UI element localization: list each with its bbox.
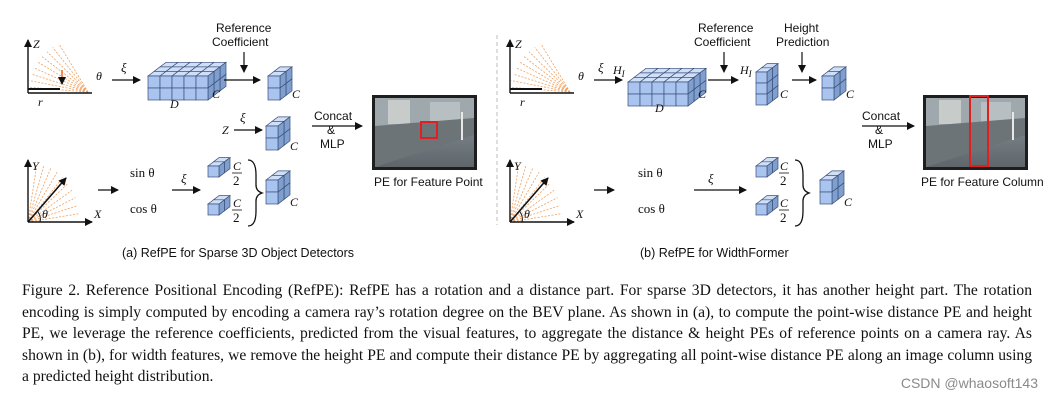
half-den: 2 bbox=[233, 173, 240, 188]
c-label: C bbox=[844, 195, 853, 209]
theta-vector-label: θ⃗ bbox=[578, 69, 593, 83]
c-label: C bbox=[212, 87, 221, 101]
c-label: C bbox=[846, 87, 855, 101]
aggregated-column-pe bbox=[820, 66, 848, 101]
theta-vector-label: θ⃗ bbox=[96, 69, 111, 83]
c-label: C bbox=[780, 87, 789, 101]
sin-label: sin θ bbox=[638, 165, 663, 180]
cos-label: cos θ bbox=[130, 201, 157, 216]
half-num: C bbox=[233, 159, 242, 173]
half-den: 2 bbox=[780, 210, 787, 225]
side-view-ray-diagram: Z r⃗ θ⃗ bbox=[506, 37, 593, 109]
z-input-label: Z bbox=[222, 123, 229, 137]
sin-pe-cube bbox=[754, 156, 780, 178]
c-label: C bbox=[290, 139, 299, 153]
concat-label-3: MLP bbox=[320, 137, 345, 151]
r-vector-label: r⃗ bbox=[38, 95, 52, 109]
half-num: C bbox=[780, 159, 789, 173]
concat-label-3: MLP bbox=[868, 137, 893, 151]
aggregated-distance-pe bbox=[266, 66, 294, 101]
c-label: C bbox=[698, 87, 707, 101]
sin-pe-cube bbox=[206, 156, 232, 178]
concat-label-1: Concat bbox=[862, 109, 901, 123]
half-den: 2 bbox=[233, 210, 240, 225]
ref-coeff-label-2: Coefficient bbox=[212, 35, 269, 49]
height-pred-label-1: Height bbox=[784, 21, 819, 35]
concat-label-1: Concat bbox=[314, 109, 353, 123]
half-num: C bbox=[780, 196, 789, 210]
axis-z-label: Z bbox=[515, 37, 522, 51]
theta-label: θ bbox=[42, 207, 48, 221]
axis-y-label: Y bbox=[514, 159, 522, 173]
h-label: HI bbox=[739, 63, 753, 79]
xi-label: ξ bbox=[121, 60, 127, 75]
ref-coeff-label-1: Reference bbox=[216, 21, 272, 35]
concat-label-2: & bbox=[875, 123, 883, 137]
bev-ray-diagram: Y X θ bbox=[24, 159, 102, 226]
d-label: D bbox=[654, 101, 664, 115]
sin-label: sin θ bbox=[130, 165, 155, 180]
bev-ray-diagram: Y X θ bbox=[506, 159, 584, 226]
height-pred-label-2: Prediction bbox=[776, 35, 829, 49]
panel-a: Z r⃗ θ⃗ ξ D C Reference Coefficient C Z … bbox=[24, 21, 483, 260]
h-label: HI bbox=[612, 63, 626, 79]
axis-x-label: X bbox=[575, 207, 584, 221]
axis-z-label: Z bbox=[33, 37, 40, 51]
theta-label: θ bbox=[524, 207, 530, 221]
rotation-pe bbox=[264, 170, 292, 205]
c-label: C bbox=[292, 87, 301, 101]
axis-x-label: X bbox=[93, 207, 102, 221]
cos-label: cos θ bbox=[638, 201, 665, 216]
cos-pe-cube bbox=[754, 194, 780, 216]
axis-y-label: Y bbox=[32, 159, 40, 173]
panel-b: Z r⃗ θ⃗ ξ HI D C Reference Coefficient H… bbox=[506, 21, 1044, 260]
xi-label: ξ bbox=[708, 171, 714, 186]
half-num: C bbox=[233, 196, 242, 210]
figure-diagram: Z r⃗ θ⃗ ξ D C Reference Coefficient C Z … bbox=[24, 21, 1044, 260]
watermark: CSDN @whaosoft143 bbox=[900, 375, 1038, 391]
half-den: 2 bbox=[780, 173, 787, 188]
side-view-ray-diagram: Z r⃗ θ⃗ bbox=[24, 37, 111, 109]
panel-b-caption: (b) RefPE for WidthFormer bbox=[640, 246, 789, 260]
panel-a-caption: (a) RefPE for Sparse 3D Object Detectors bbox=[122, 246, 354, 260]
c-label: C bbox=[290, 195, 299, 209]
xi-label: ξ bbox=[598, 60, 604, 75]
height-pe bbox=[264, 116, 292, 151]
distance-height-pe-volume bbox=[626, 67, 708, 107]
column-distance-pe bbox=[754, 62, 780, 106]
xi-label: ξ bbox=[181, 171, 187, 186]
figure-caption: Figure 2. Reference Positional Encoding … bbox=[22, 282, 1032, 386]
r-vector-label: r⃗ bbox=[520, 95, 534, 109]
rotation-pe bbox=[818, 170, 846, 205]
concat-label-2: & bbox=[327, 123, 335, 137]
d-label: D bbox=[169, 97, 179, 111]
street-image-b bbox=[923, 95, 1028, 170]
ref-coeff-label-1: Reference bbox=[698, 21, 754, 35]
distance-pe-volume bbox=[146, 61, 228, 101]
pe-feature-point-label: PE for Feature Point bbox=[374, 175, 483, 189]
street-image-a bbox=[372, 95, 477, 170]
pe-feature-column-label: PE for Feature Column bbox=[921, 175, 1044, 189]
xi-label: ξ bbox=[240, 110, 246, 125]
cos-pe-cube bbox=[206, 194, 232, 216]
ref-coeff-label-2: Coefficient bbox=[694, 35, 751, 49]
